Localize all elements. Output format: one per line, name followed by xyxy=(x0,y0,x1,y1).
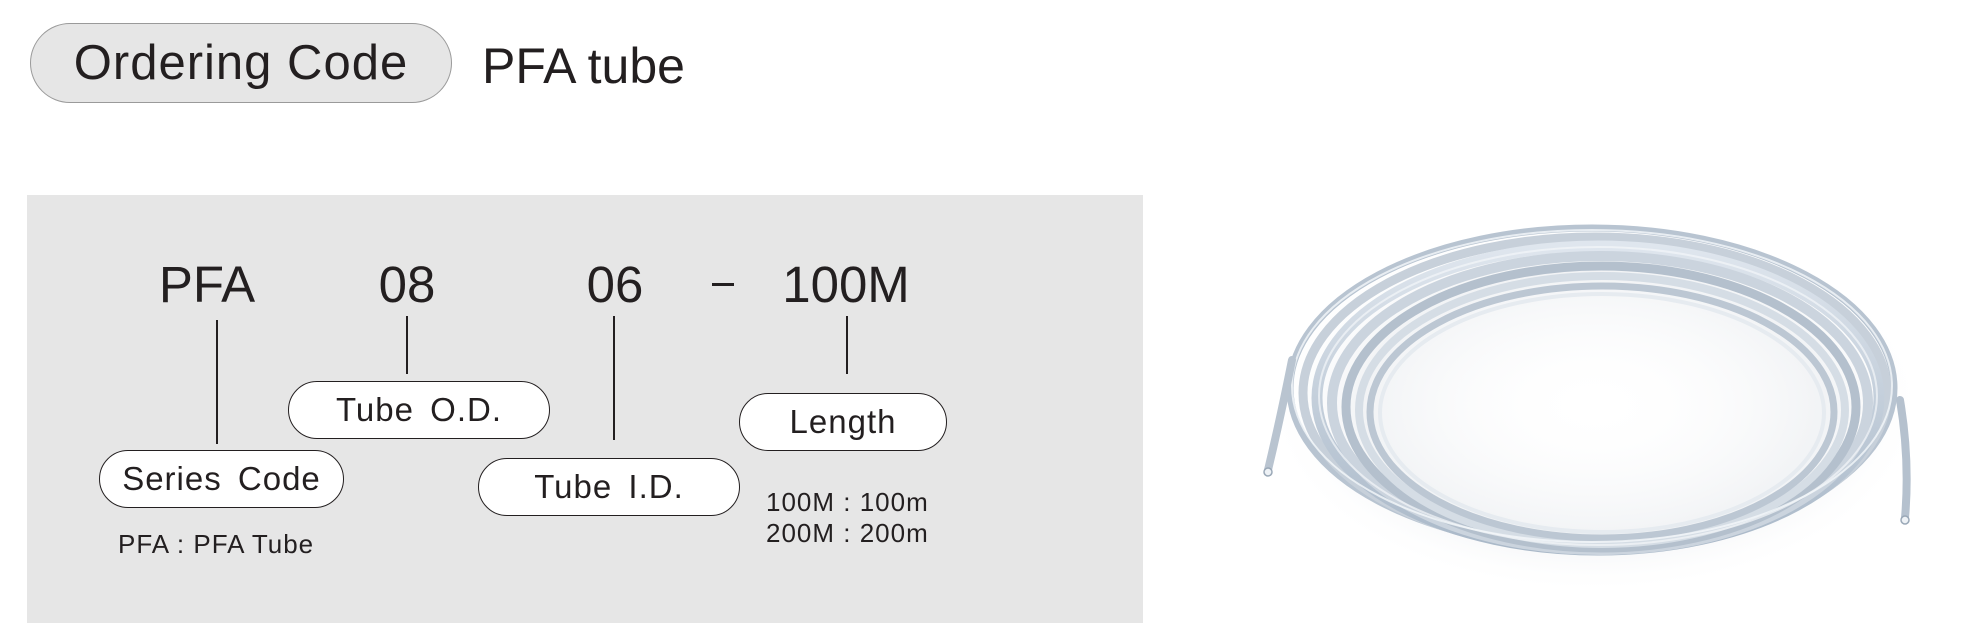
connector-line-od xyxy=(406,316,408,374)
label-series-code-text: Series Code xyxy=(122,460,321,497)
length-note-100m: 100M : 100m xyxy=(766,487,929,517)
ordering-code-badge-label: Ordering Code xyxy=(73,36,409,90)
connector-line-series xyxy=(216,320,218,444)
code-segment-id: 06 xyxy=(586,256,644,313)
label-tube-id-text: Tube I.D. xyxy=(534,468,684,505)
coiled-tube-photo xyxy=(1263,215,1925,595)
label-series-code: Series Code xyxy=(99,450,344,508)
connector-line-id xyxy=(613,316,615,440)
code-segment-series: PFA xyxy=(158,256,256,313)
series-code-note: PFA : PFA Tube xyxy=(118,529,315,559)
connector-line-length xyxy=(846,316,848,374)
length-note-200m: 200M : 200m xyxy=(766,518,929,548)
label-tube-id: Tube I.D. xyxy=(478,458,740,516)
code-separator-dash xyxy=(712,283,734,286)
label-tube-od-text: Tube O.D. xyxy=(336,391,502,428)
product-title: PFA tube xyxy=(482,38,685,94)
label-length-text: Length xyxy=(789,403,897,440)
code-segment-length: 100M xyxy=(782,256,910,313)
ordering-code-badge: Ordering Code xyxy=(30,23,452,103)
label-tube-od: Tube O.D. xyxy=(288,381,550,439)
ordering-code-panel xyxy=(27,195,1143,623)
code-segment-od: 08 xyxy=(378,256,436,313)
label-length: Length xyxy=(739,393,947,451)
